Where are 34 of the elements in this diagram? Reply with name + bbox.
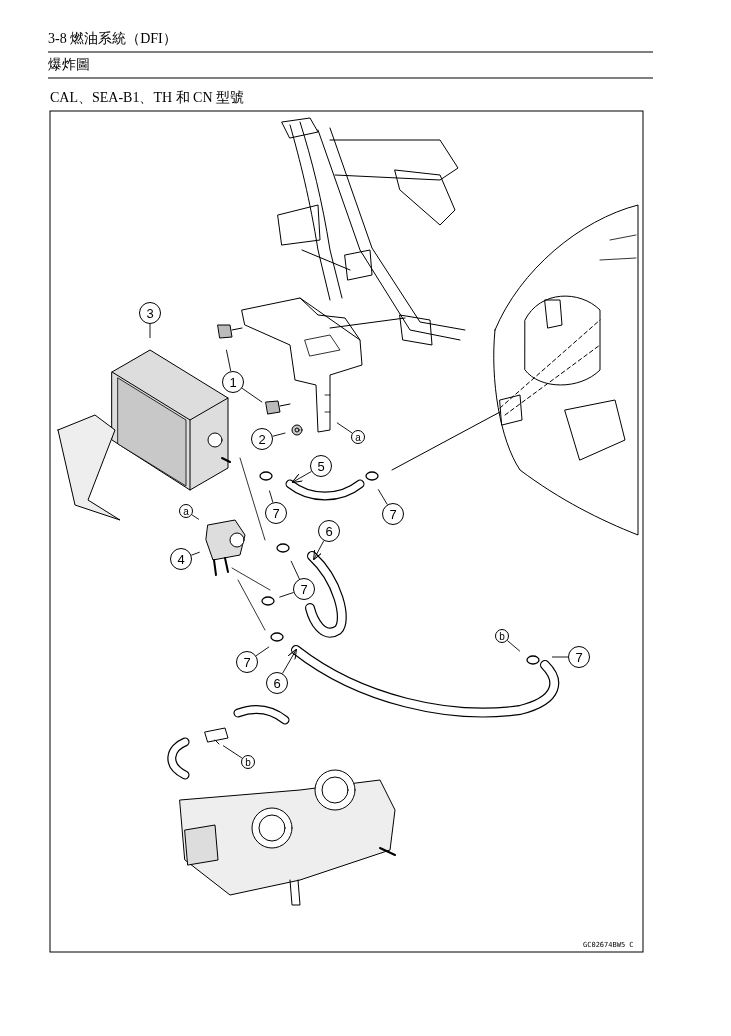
leader-line [222, 745, 243, 759]
leader-line [191, 514, 200, 520]
leader-line [290, 560, 300, 580]
leader-line [278, 592, 294, 598]
callout-number: 2 [251, 428, 273, 450]
callout-number: 6 [266, 672, 288, 694]
reference-letter: b [241, 755, 255, 769]
leader-line [272, 432, 286, 437]
callout-number: 3 [139, 302, 161, 324]
leader-line [190, 551, 201, 556]
leader-line [268, 490, 274, 503]
leader-line [551, 656, 569, 658]
leader-line [241, 387, 263, 403]
callout-number: 4 [170, 548, 192, 570]
leader-line [506, 640, 521, 652]
leader-line [377, 488, 388, 505]
callout-number: 6 [318, 520, 340, 542]
callout-number: 7 [236, 651, 258, 673]
reference-letter: a [179, 504, 193, 518]
callout-number: 1 [222, 371, 244, 393]
figure-caption: CAL、SEA-B1、TH 和 CN 型號 [50, 89, 245, 107]
leader-line [149, 323, 151, 339]
reference-letter: a [351, 430, 365, 444]
section-heading: 爆炸圖 [48, 56, 90, 74]
callout-number: 7 [293, 578, 315, 600]
page-heading: 3-8 燃油系統（DFI） [48, 30, 177, 48]
reference-letter: b [495, 629, 509, 643]
callout-number: 7 [382, 503, 404, 525]
callout-number: 5 [310, 455, 332, 477]
leader-line [336, 422, 353, 434]
callout-number: 7 [265, 502, 287, 524]
leader-line [225, 349, 232, 372]
callout-number: 7 [568, 646, 590, 668]
leader-line [255, 646, 270, 657]
